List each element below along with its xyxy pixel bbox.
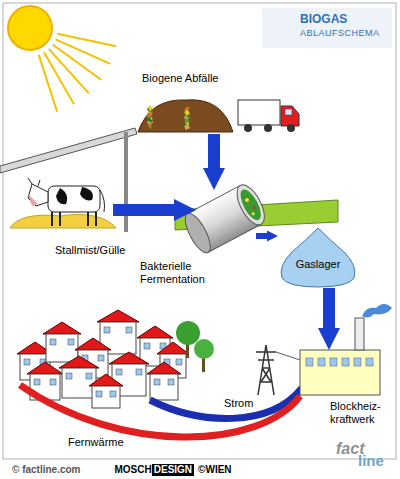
fermenter — [180, 181, 270, 256]
cow — [28, 178, 105, 226]
manure-node: Stallmist/Gülle — [25, 174, 113, 230]
credit: MOSCH — [115, 464, 152, 476]
shelter-roof — [0, 128, 137, 173]
plant-windows — [306, 358, 373, 366]
smoke — [362, 304, 392, 318]
copyright: © factline.com — [12, 464, 81, 476]
gas-storage: Gaslager — [278, 226, 358, 288]
shelter-post — [124, 132, 128, 232]
node-label: Stallmist/Gülle — [55, 244, 125, 257]
sun-rays — [39, 34, 116, 112]
logo: line — [356, 452, 386, 469]
credit: ©WIEN — [198, 464, 231, 476]
credit: DESIGN — [152, 464, 194, 476]
chimney — [355, 318, 364, 350]
compost-heap — [138, 100, 233, 132]
flow-arrow — [256, 233, 267, 239]
flow-arrow — [323, 288, 335, 328]
flow-arrow — [113, 204, 174, 216]
truck — [238, 100, 299, 132]
gas-storage-shape — [278, 226, 358, 288]
line-label: Fernwärme — [66, 436, 126, 449]
fermenter-node: Bakterielle Fermentation — [196, 190, 256, 246]
node-label: Blockheiz- kraftwerk — [330, 400, 390, 425]
footer: © factline.com MOSCHDESIGN ©WIEN — [12, 464, 232, 476]
node-text: Gaslager — [296, 258, 341, 271]
title-panel — [262, 8, 392, 48]
power-plant — [300, 350, 380, 395]
line-label: Strom — [222, 397, 255, 410]
straw — [10, 215, 116, 229]
waste-node: Biogene Abfälle — [140, 72, 232, 134]
frame — [3, 3, 396, 459]
waste-specks — [147, 105, 191, 131]
power-plant-node: Blockheiz- kraftwerk — [300, 350, 380, 395]
village — [17, 310, 189, 408]
subtitle: ABLAUFSCHEMA — [300, 28, 380, 38]
title: BIOGAS — [300, 13, 347, 27]
flow-arrow — [208, 134, 220, 168]
node-label: Biogene Abfälle — [142, 72, 218, 85]
node-label: Bakterielle Fermentation — [140, 260, 222, 285]
trees — [176, 321, 214, 372]
sun — [8, 6, 52, 50]
pylon — [256, 345, 300, 395]
